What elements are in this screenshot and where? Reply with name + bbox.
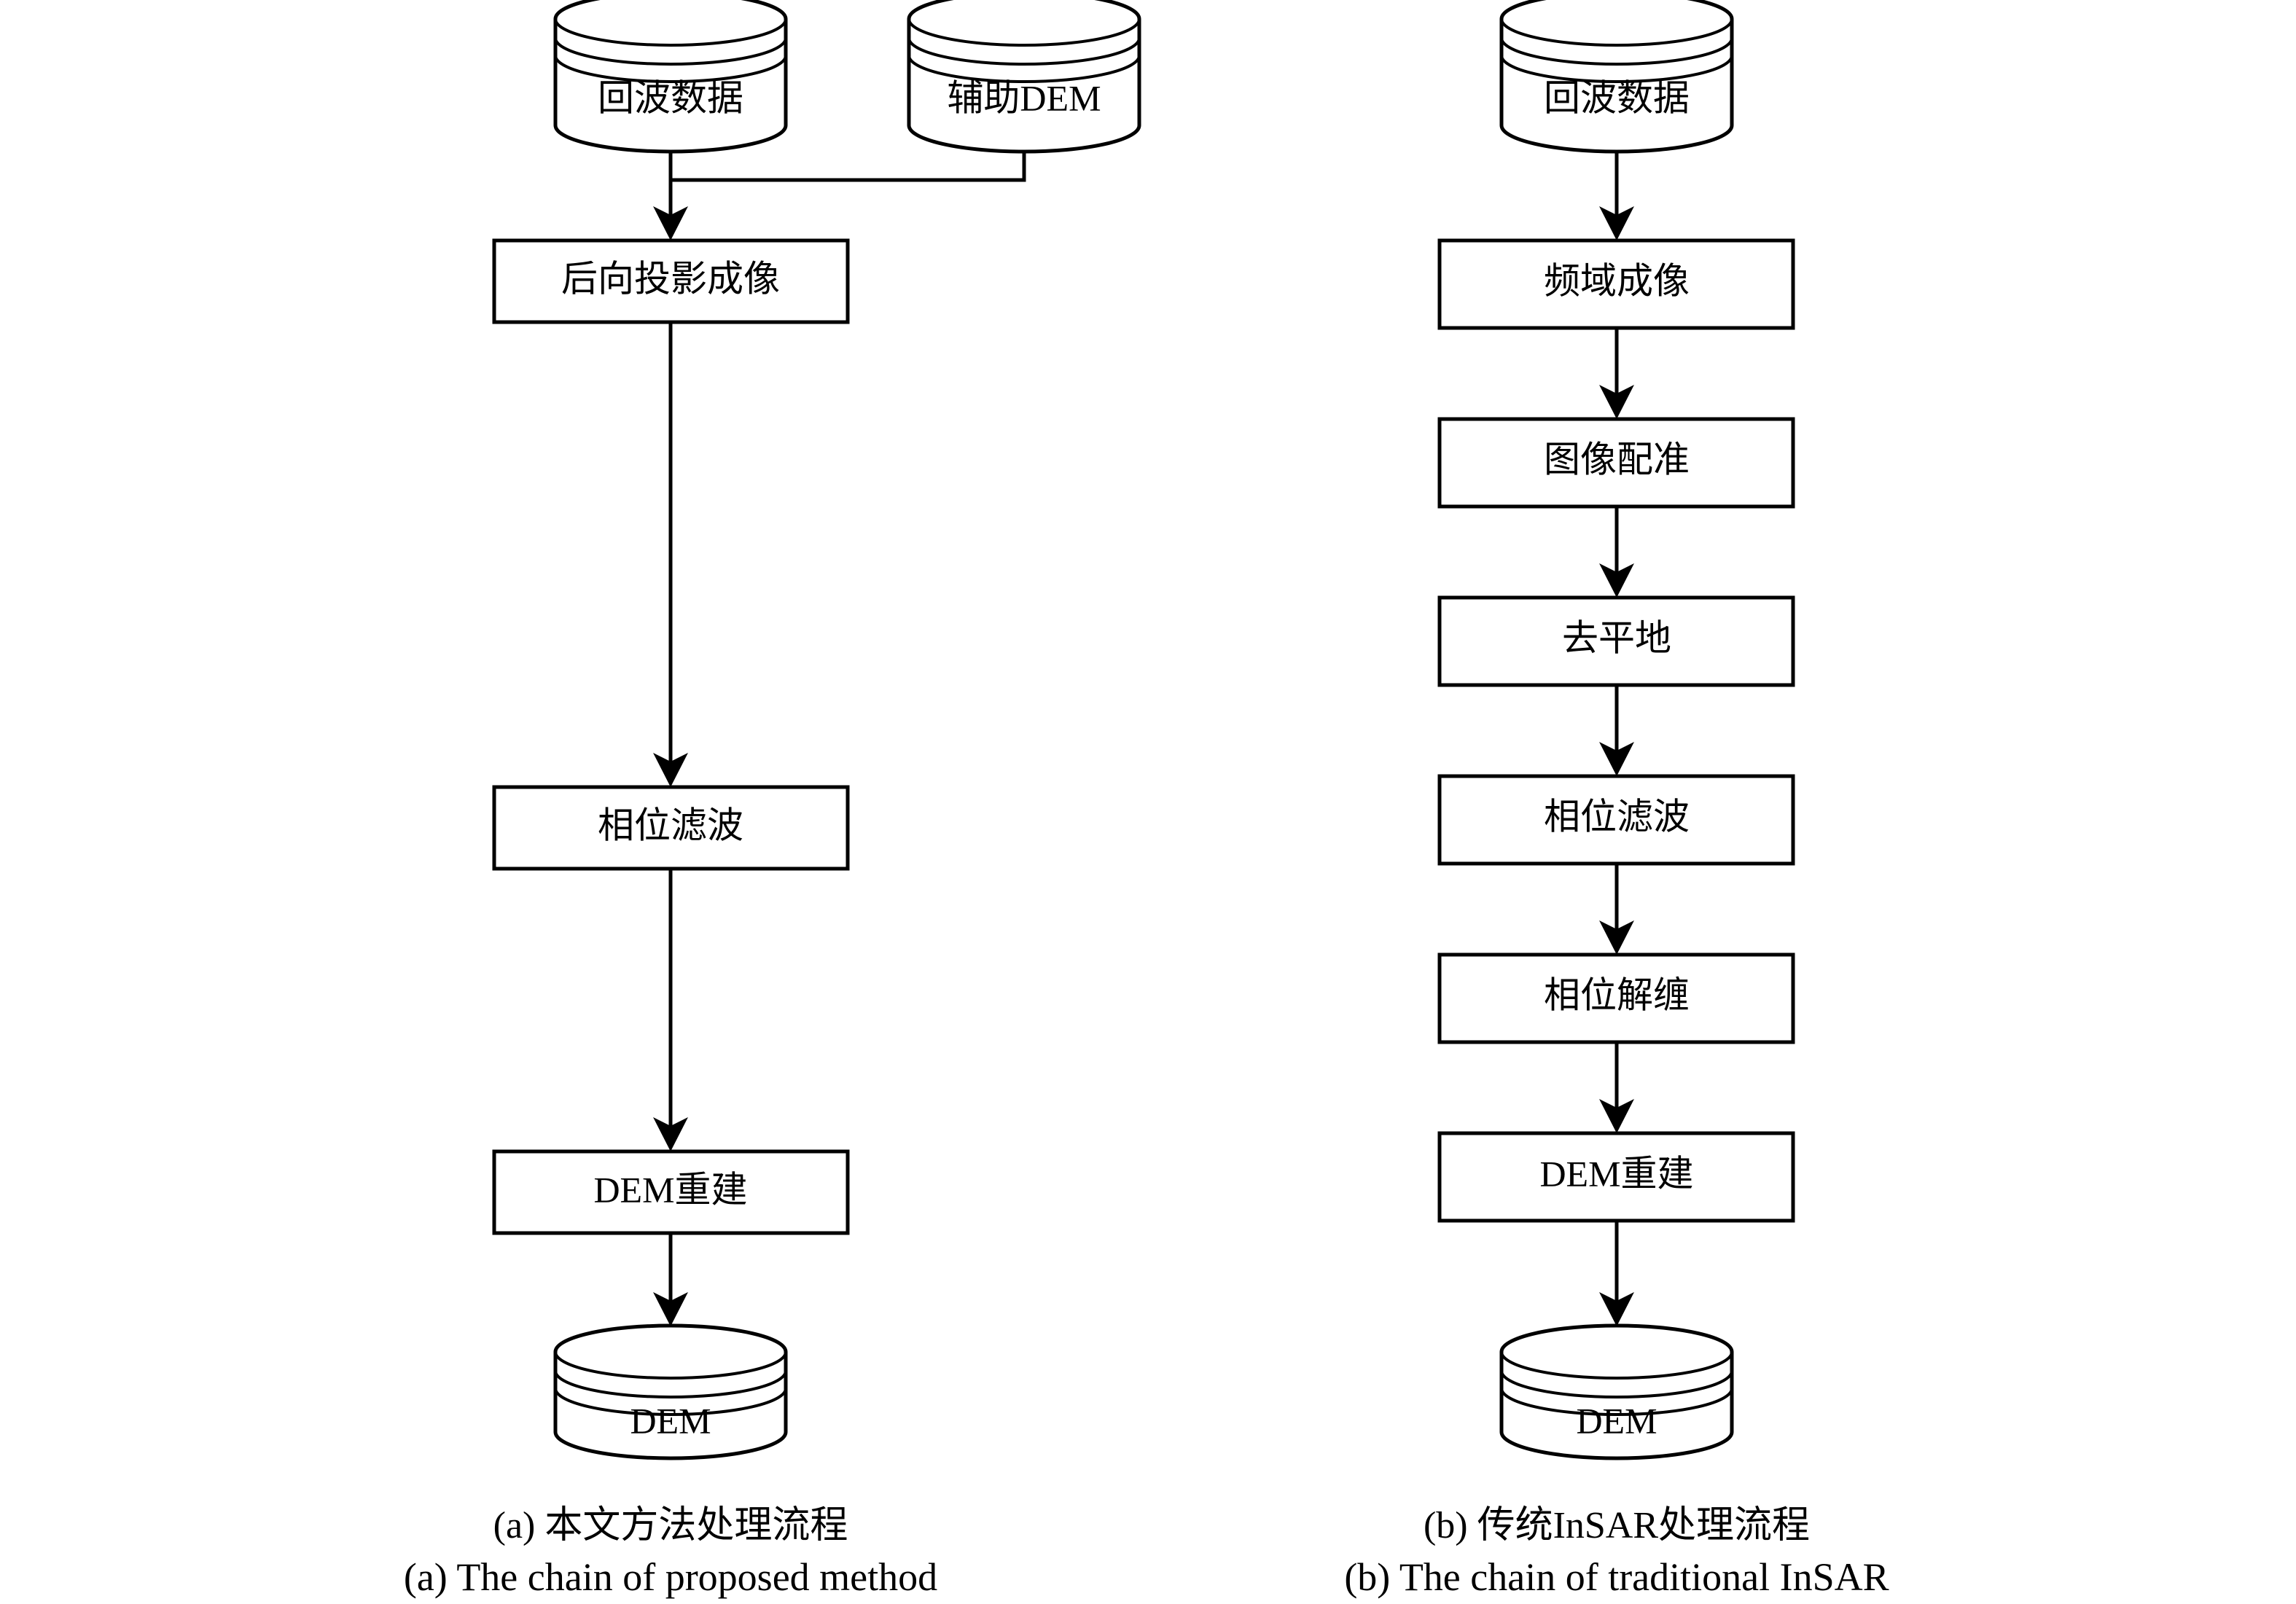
b-input-echo-cylinder[interactable]: 回波数据 bbox=[1499, 0, 1734, 154]
b-connector-4-5 bbox=[1599, 864, 1634, 955]
a-step-1-label: 后向投影成像 bbox=[561, 258, 780, 299]
b-caption-chinese: (b) 传统InSAR处理流程 bbox=[1424, 1505, 1810, 1546]
panel-b: 回波数据 频域成像 图像配准 去平地 bbox=[1344, 0, 1889, 1599]
a-connector-1-2 bbox=[653, 322, 688, 787]
b-input-echo-label: 回波数据 bbox=[1544, 77, 1690, 118]
a-input-echo-cylinder[interactable]: 回波数据 bbox=[553, 0, 788, 154]
a-output-dem-label: DEM bbox=[630, 1400, 711, 1441]
b-connector-1-2 bbox=[1599, 328, 1634, 419]
b-step-2-label: 图像配准 bbox=[1544, 439, 1690, 480]
a-input-dem-cylinder[interactable]: 辅助DEM bbox=[907, 0, 1141, 154]
b-step-5-label: 相位解缠 bbox=[1544, 974, 1690, 1015]
a-step-3-label: DEM重建 bbox=[593, 1169, 747, 1210]
b-step-phase-filtering[interactable]: 相位滤波 bbox=[1437, 774, 1795, 866]
b-caption-english: (b) The chain of traditional InSAR bbox=[1344, 1555, 1889, 1599]
b-connector-3-4 bbox=[1599, 685, 1634, 776]
b-step-1-label: 频域成像 bbox=[1544, 260, 1690, 301]
b-connector-5-6 bbox=[1599, 1042, 1634, 1133]
b-connector-6-out bbox=[1599, 1221, 1634, 1326]
a-input-dem-label: 辅助DEM bbox=[947, 77, 1101, 118]
a-input-echo-label: 回波数据 bbox=[598, 77, 743, 118]
a-caption-english: (a) The chain of proposed method bbox=[404, 1555, 937, 1599]
b-step-image-registration[interactable]: 图像配准 bbox=[1437, 417, 1795, 509]
b-step-4-label: 相位滤波 bbox=[1544, 796, 1690, 837]
b-step-6-label: DEM重建 bbox=[1539, 1153, 1693, 1194]
b-connector-in-1 bbox=[1599, 152, 1634, 240]
a-step-backprojection-imaging[interactable]: 后向投影成像 bbox=[492, 238, 850, 324]
panel-a: 回波数据 辅助DEM 后向投影成像 相位滤波 bbox=[404, 0, 1141, 1599]
a-connector-3-out bbox=[653, 1233, 688, 1326]
b-step-frequency-domain-imaging[interactable]: 频域成像 bbox=[1437, 238, 1795, 330]
a-caption-chinese: (a) 本文方法处理流程 bbox=[493, 1505, 848, 1546]
a-step-dem-reconstruction[interactable]: DEM重建 bbox=[492, 1149, 850, 1235]
a-connector-2-3 bbox=[653, 869, 688, 1151]
a-step-2-label: 相位滤波 bbox=[598, 805, 743, 845]
a-output-dem-cylinder[interactable]: DEM bbox=[553, 1323, 788, 1460]
b-output-dem-label: DEM bbox=[1576, 1400, 1657, 1441]
a-merge-connector bbox=[653, 152, 1026, 240]
b-output-dem-cylinder[interactable]: DEM bbox=[1499, 1323, 1734, 1460]
b-step-phase-unwrapping[interactable]: 相位解缠 bbox=[1437, 952, 1795, 1044]
b-step-3-label: 去平地 bbox=[1562, 617, 1671, 658]
b-step-flat-earth-removal[interactable]: 去平地 bbox=[1437, 595, 1795, 687]
b-connector-2-3 bbox=[1599, 506, 1634, 598]
a-step-phase-filtering[interactable]: 相位滤波 bbox=[492, 785, 850, 871]
b-step-dem-reconstruction[interactable]: DEM重建 bbox=[1437, 1131, 1795, 1223]
